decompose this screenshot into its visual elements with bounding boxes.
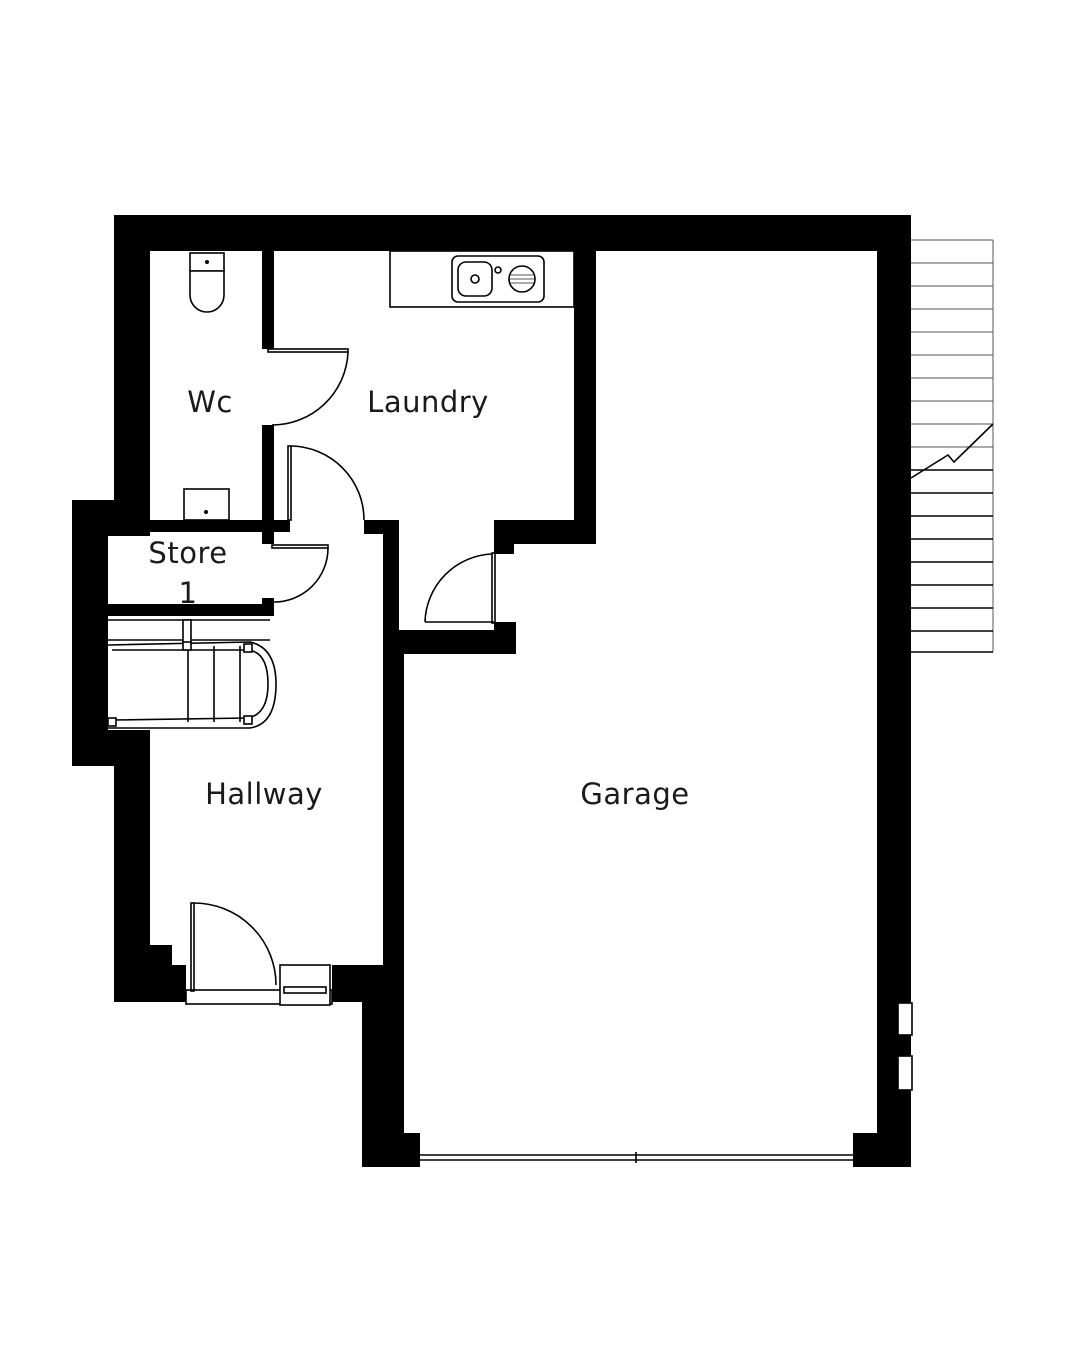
fixtures <box>183 250 913 1091</box>
room-label-store-number: 1 <box>179 576 198 610</box>
sink-icon <box>451 255 545 303</box>
laundry-counter <box>389 250 575 308</box>
garage-fixture-lower <box>897 1055 913 1091</box>
room-label-hallway: Hallway <box>205 777 323 811</box>
garage-door <box>420 1152 853 1163</box>
room-label-garage: Garage <box>580 777 689 811</box>
room-label-laundry: Laundry <box>367 385 489 419</box>
garage-fixture-upper <box>897 1002 913 1036</box>
garage-internal-door <box>424 552 496 624</box>
room-label-wc: Wc <box>187 385 233 419</box>
basin-icon <box>183 488 230 521</box>
external-stairs <box>910 239 994 653</box>
store-door <box>271 544 329 603</box>
hallway-stairs <box>107 619 277 729</box>
toilet-icon <box>189 252 225 313</box>
room-labels: Wc Laundry Store 1 Hallway Garage <box>148 385 689 811</box>
wc-door <box>267 348 349 426</box>
room-label-store: Store <box>148 536 227 570</box>
front-door <box>185 902 333 1006</box>
laundry-door <box>287 445 365 521</box>
walls <box>72 215 911 1167</box>
doors <box>185 348 853 1163</box>
